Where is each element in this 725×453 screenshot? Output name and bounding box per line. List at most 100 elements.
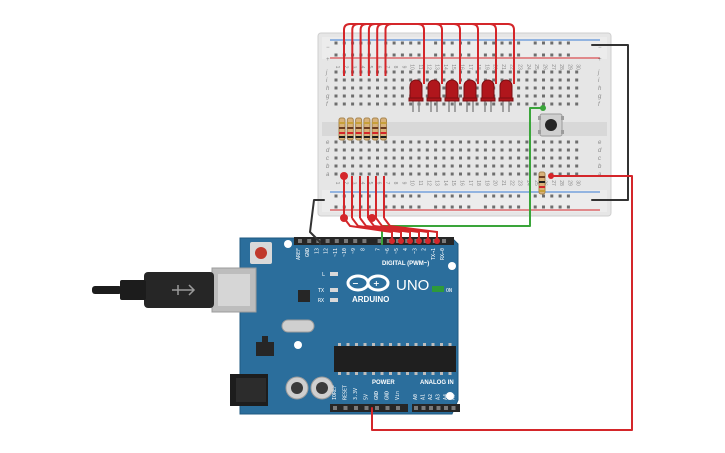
rail-hole <box>442 205 446 209</box>
column-number: 24 <box>525 180 531 186</box>
rail-hole <box>533 41 537 45</box>
terminal-hole <box>342 94 346 98</box>
column-number: 25 <box>533 64 539 70</box>
led-signal-wire[interactable] <box>375 217 429 241</box>
terminal-hole <box>384 86 388 90</box>
terminal-hole <box>442 172 446 176</box>
led-jumper-wire[interactable] <box>384 23 515 84</box>
rail-hole <box>483 194 487 198</box>
led-resistor-group[interactable] <box>338 117 387 141</box>
column-number: 21 <box>500 180 506 186</box>
chip-pin <box>423 343 426 346</box>
rail-hole <box>467 41 471 45</box>
column-number: 15 <box>450 64 456 70</box>
terminal-hole <box>376 78 379 82</box>
terminal-hole <box>533 86 537 90</box>
column-number: 26 <box>542 64 548 70</box>
terminal-hole <box>533 156 537 160</box>
pulldown-resistor[interactable] <box>538 171 546 195</box>
terminal-hole <box>409 164 413 168</box>
crystal-oscillator <box>281 319 315 333</box>
tx-led-label: TX <box>318 288 324 294</box>
led[interactable] <box>408 79 424 112</box>
led[interactable] <box>426 79 442 112</box>
terminal-hole <box>508 164 512 168</box>
arduino-uno-board[interactable]: L TX RX − + ARDUINO UNO ON DIGITAL (PWM~… <box>92 237 460 415</box>
terminal-hole <box>550 86 554 90</box>
terminal-hole <box>400 86 404 90</box>
led[interactable] <box>480 79 496 112</box>
push-button[interactable] <box>538 113 564 137</box>
terminal-hole <box>492 172 496 176</box>
uno-model-label: UNO <box>396 277 429 294</box>
terminal-hole <box>492 70 496 74</box>
usb-cable <box>92 272 214 308</box>
terminal-hole <box>508 156 512 160</box>
led-resistor[interactable] <box>371 117 379 141</box>
row-letter: e <box>326 140 330 146</box>
led[interactable] <box>498 79 514 112</box>
terminal-hole <box>517 86 521 90</box>
terminal-hole <box>359 164 363 168</box>
led-resistor[interactable] <box>380 117 387 141</box>
row-letter: j <box>325 70 328 76</box>
rail-hole <box>367 205 371 209</box>
led[interactable] <box>444 79 460 112</box>
led-signal-wire[interactable] <box>359 217 411 241</box>
rail-minus-label: − <box>326 45 330 51</box>
terminal-hole <box>400 172 404 176</box>
led-signal-wire[interactable] <box>351 217 402 241</box>
terminal-hole <box>450 164 454 168</box>
led-row[interactable] <box>408 79 514 112</box>
row-letter: f <box>326 102 329 108</box>
terminal-hole <box>334 164 338 168</box>
column-number: 27 <box>550 180 556 186</box>
column-number: 17 <box>467 180 473 186</box>
rail-hole <box>550 194 554 198</box>
led-resistor[interactable] <box>355 117 363 141</box>
terminal-hole <box>558 78 562 82</box>
button-signal-wire[interactable] <box>381 107 544 245</box>
analog-pin-label: A3 <box>436 394 442 400</box>
terminal-hole <box>450 140 454 144</box>
terminal-hole <box>517 148 521 152</box>
rail-hole <box>459 205 462 209</box>
led-resistor[interactable] <box>363 117 371 141</box>
rail-hole <box>367 194 371 198</box>
terminal-hole <box>359 140 363 144</box>
terminal-hole <box>500 102 504 106</box>
terminal-hole <box>351 156 355 160</box>
led-signal-wire[interactable] <box>383 217 438 241</box>
led-resistor[interactable] <box>338 117 346 141</box>
reset-button-cap[interactable] <box>255 247 267 259</box>
led-resistor[interactable] <box>346 117 354 141</box>
column-number: 2 <box>342 182 348 185</box>
rail-hole <box>442 41 446 45</box>
led[interactable] <box>462 79 478 112</box>
rail-hole <box>517 194 521 198</box>
terminal-hole <box>558 102 562 106</box>
led-signal-wire[interactable] <box>343 217 393 241</box>
terminal-hole <box>359 86 363 90</box>
column-number: 15 <box>450 180 456 186</box>
led-signal-wire[interactable] <box>367 217 420 241</box>
ground-wire-gnd[interactable] <box>309 199 325 245</box>
terminal-hole <box>392 164 396 168</box>
wire-endpoint <box>425 238 431 244</box>
terminal-hole <box>459 86 462 90</box>
terminal-hole <box>508 102 512 106</box>
terminal-hole <box>392 102 396 106</box>
terminal-hole <box>417 156 421 160</box>
power-5v-wire[interactable] <box>371 175 633 431</box>
rail-hole <box>384 205 388 209</box>
terminal-hole <box>566 164 570 168</box>
rail-hole <box>550 41 554 45</box>
terminal-hole <box>384 102 388 106</box>
terminal-hole <box>425 94 429 98</box>
chip-pin <box>397 372 401 375</box>
center-channel <box>322 122 607 136</box>
ground-rail-bridge-wire[interactable] <box>591 44 629 201</box>
rail-hole <box>434 41 438 45</box>
